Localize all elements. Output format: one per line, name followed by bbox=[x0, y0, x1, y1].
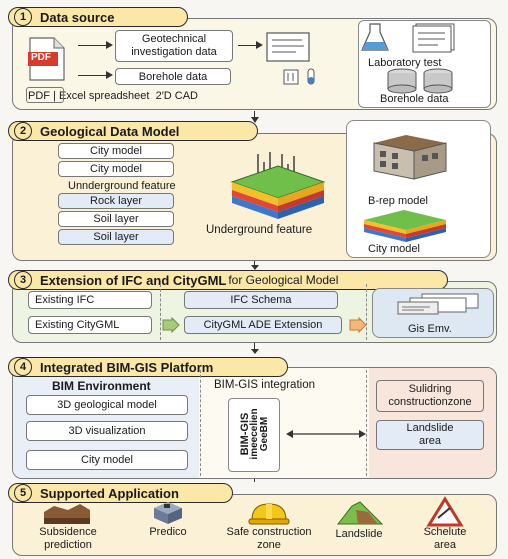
section-2-header: 2 Geological Data Model bbox=[8, 121, 258, 141]
soil-layer-item-2: Soil layer bbox=[58, 229, 174, 245]
section-1-header: 1 Data source bbox=[8, 7, 188, 27]
arrow-head-down-2 bbox=[250, 265, 259, 270]
section-3-down-arrow bbox=[254, 343, 256, 351]
section-2-title: Geological Data Model bbox=[40, 123, 180, 139]
pdf-to-geotech-arrow bbox=[78, 45, 106, 47]
bidirectional-arrow-icon bbox=[286, 426, 366, 438]
rock-layer-item: Rock layer bbox=[58, 193, 174, 209]
soil-layer-item-1: Soil layer bbox=[58, 211, 174, 227]
section-4-divider-1 bbox=[200, 370, 201, 476]
section-3-divider-2 bbox=[366, 284, 367, 340]
city-block-icon bbox=[360, 208, 450, 242]
section-3-badge: 3 bbox=[14, 271, 32, 289]
brep-model-label: B-rep model bbox=[368, 195, 428, 207]
document-lines-icon bbox=[266, 32, 310, 62]
section-5-header: 5 Supported Application bbox=[8, 483, 233, 503]
section-2-down-arrow bbox=[254, 261, 256, 267]
construction-zone-box: Sulidring constructionzone bbox=[376, 380, 484, 412]
arrow-head-down-3 bbox=[250, 349, 259, 354]
predico-icon bbox=[150, 502, 186, 524]
geological-model-item: 3D geological model bbox=[26, 395, 188, 415]
pdf-to-borehole-arrow bbox=[78, 75, 106, 77]
safe-construction-label: Safe construction zone bbox=[226, 526, 312, 551]
formats-line: PDF | Excel spreadsheet 2′D CAD bbox=[28, 88, 318, 104]
gis-layers-icon bbox=[392, 292, 482, 316]
section-4-title: Integrated BIM-GIS Platform bbox=[40, 359, 214, 375]
section-4-header: 4 Integrated BIM-GIS Platform bbox=[8, 357, 288, 377]
section-3-divider-1 bbox=[160, 284, 161, 340]
geotechnical-data-box: Geotechnical investigation data bbox=[115, 30, 233, 62]
integration-rotated-text: BIM-GIS imeecelien GeeBM bbox=[239, 404, 270, 464]
arrow-head-3 bbox=[256, 41, 263, 49]
subsidence-label: Subsidence prediction bbox=[39, 526, 97, 551]
landslide-icon bbox=[336, 500, 384, 526]
hard-hat-icon bbox=[248, 500, 290, 526]
bim-environment-heading: BIM Environment bbox=[52, 379, 151, 393]
underground-feature-caption: Underground feature bbox=[206, 224, 313, 236]
beaker-flask-icon bbox=[360, 22, 390, 54]
visualization-item: 3D visualization bbox=[26, 421, 188, 441]
section-4-divider-2 bbox=[366, 370, 367, 476]
predico-label: Predico bbox=[149, 526, 187, 538]
section-5-title: Supported Application bbox=[40, 485, 179, 501]
section-1-down-arrow bbox=[254, 111, 256, 118]
city-model-item-1: City model bbox=[58, 143, 174, 159]
section-4-badge: 4 bbox=[14, 358, 32, 376]
underground-feature-item: Unnderground feature bbox=[68, 180, 176, 192]
building-icon bbox=[370, 133, 450, 181]
integration-rot-line3: GeeBM bbox=[259, 416, 270, 452]
landslide-area-box: Landslide area bbox=[376, 420, 484, 450]
ifc-schema-box: IFC Schema bbox=[184, 291, 338, 309]
borehole-data-box: Borehole data bbox=[115, 68, 231, 85]
citygml-ade-box: CityGML ADE Extension bbox=[184, 316, 342, 334]
section-1-badge: 1 bbox=[14, 8, 32, 26]
pdf-icon-label: PDF bbox=[31, 52, 51, 63]
green-chevron-icon bbox=[162, 316, 180, 334]
gis-env-label: Gis Emv. bbox=[408, 323, 452, 335]
section-5-badge: 5 bbox=[14, 484, 32, 502]
lab-test-label: Laboratory test bbox=[368, 57, 442, 69]
existing-citygml-box: Existing CityGML bbox=[28, 316, 152, 334]
city-model-item: City model bbox=[26, 450, 188, 470]
landslide-label: Landslide bbox=[335, 528, 383, 540]
warning-triangle-icon bbox=[426, 496, 464, 527]
section-3-title-b: for Geological Model bbox=[228, 273, 339, 287]
pdf-format-frame bbox=[26, 87, 64, 103]
borehole-data-label: Borehole data bbox=[380, 93, 449, 105]
borehole-drum-icon bbox=[382, 68, 462, 94]
arrow-head-down-1 bbox=[250, 117, 259, 123]
integration-block bbox=[228, 398, 280, 472]
integration-heading: BIM-GIS integration bbox=[214, 379, 315, 391]
underground-block-icon bbox=[228, 152, 328, 222]
section-4-down-arrow bbox=[254, 479, 256, 482]
subsidence-icon bbox=[44, 502, 90, 524]
section-2-badge: 2 bbox=[14, 122, 32, 140]
section-1-title: Data source bbox=[40, 9, 115, 25]
test-tubes-icon bbox=[282, 68, 322, 86]
orange-chevron-icon bbox=[349, 316, 367, 334]
arrow-head-1 bbox=[106, 41, 113, 49]
city-model-item-2: City model bbox=[58, 161, 174, 177]
city-model-label: City model bbox=[368, 243, 420, 255]
geotech-to-doc-arrow bbox=[238, 45, 256, 47]
pdf-file-icon: PDF bbox=[28, 37, 65, 81]
formats-text: PDF | Excel spreadsheet 2′D CAD bbox=[28, 90, 198, 102]
existing-ifc-box: Existing IFC bbox=[28, 291, 152, 309]
section-3-title-a: Extension of IFC and CityGML bbox=[40, 272, 227, 288]
section-3-header: 3 Extension of IFC and CityGML for Geolo… bbox=[8, 270, 448, 290]
arrow-head-2 bbox=[106, 71, 113, 79]
schelute-area-label: Schelute area bbox=[423, 526, 467, 551]
document-stack-icon bbox=[412, 23, 456, 53]
application-panel bbox=[12, 494, 497, 556]
